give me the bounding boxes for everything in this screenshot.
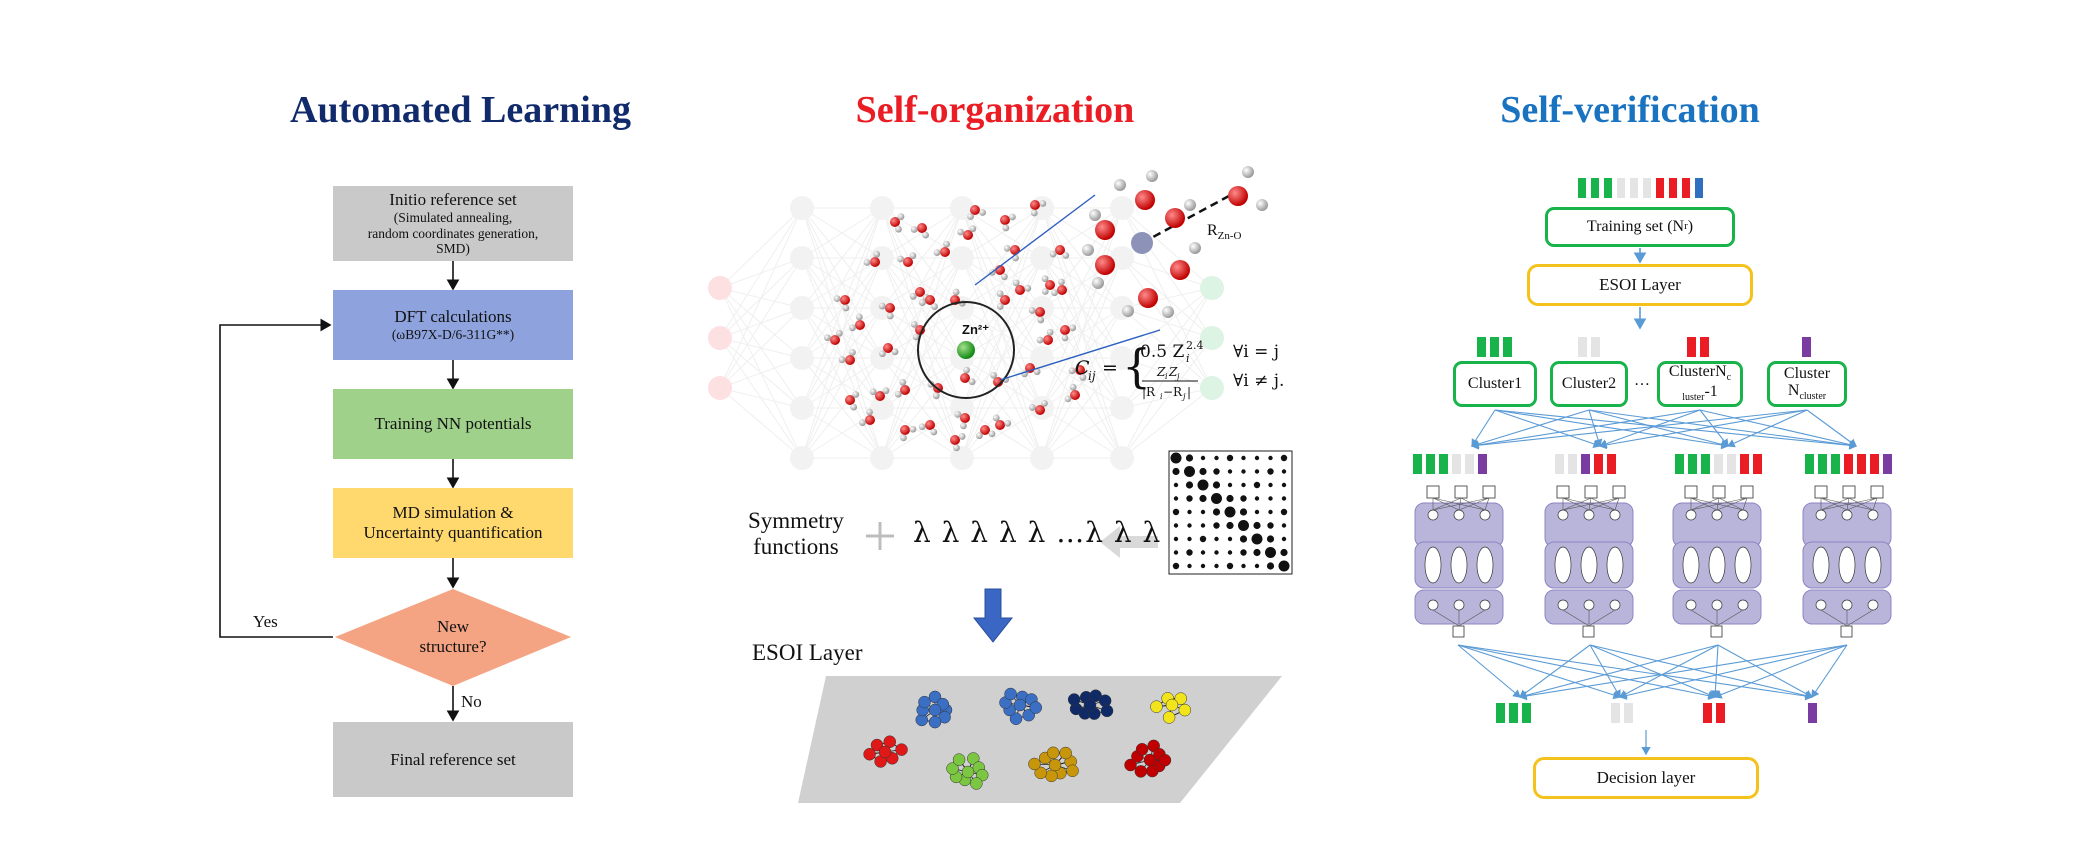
title-self-verification: Self-verification — [1500, 89, 1760, 131]
svg-text:2.4: 2.4 — [1186, 339, 1204, 352]
rzno-main: R — [1207, 222, 1218, 239]
cluster-nc-luster: luster — [1682, 392, 1705, 404]
cluster-nc-main: ClusterN — [1668, 363, 1727, 381]
training-set-label: Training set (N — [1586, 218, 1685, 236]
lambda-sequence: λ λ λ λ λ …λ λ λ — [913, 516, 1162, 549]
cluster-nc-line1: ClusterNc — [1668, 363, 1732, 384]
cluster-n-sub: cluster — [1799, 390, 1827, 402]
dft-title: DFT calculations — [394, 307, 512, 327]
blue-down-arrow — [972, 588, 1014, 643]
zoomed-inset — [1082, 166, 1268, 318]
svg-text:−R: −R — [1163, 385, 1183, 399]
svg-text:C: C — [1075, 357, 1090, 379]
svg-text:=: = — [1102, 357, 1118, 379]
esoi-layer-label-right: ESOI Layer — [1599, 275, 1681, 294]
esoi-plane — [798, 676, 1282, 803]
gray-left-arrow — [1100, 526, 1158, 558]
esoi-layer-box: ESOI Layer — [1527, 264, 1753, 306]
decision-layer-label: Decision layer — [1596, 768, 1696, 787]
title-automated-learning: Automated Learning — [290, 89, 631, 131]
svg-text:|R: |R — [1142, 385, 1156, 399]
training-set-close: ) — [1687, 218, 1694, 236]
cluster-nc-minus: -1 — [1704, 383, 1718, 400]
cluster-ellipsis: … — [1634, 372, 1650, 389]
symmetry-functions-label: Symmetry functions — [748, 508, 844, 561]
initio-sub-3: SMD) — [436, 241, 470, 257]
svg-text:j: j — [1181, 392, 1186, 401]
svg-text:i: i — [1160, 392, 1163, 401]
cluster-n-main: N — [1787, 381, 1800, 399]
yes-label: Yes — [253, 612, 278, 631]
cluster-nc-sub: c — [1726, 372, 1732, 384]
water-cluster — [823, 200, 1087, 452]
decision-layer-box: Decision layer — [1533, 757, 1759, 799]
sym-line-1: Symmetry — [748, 508, 844, 533]
md-line-1: MD simulation & — [392, 503, 514, 523]
cluster-nc-minus1-box: ClusterNc luster-1 — [1657, 361, 1743, 407]
dot-matrix — [1170, 452, 1290, 572]
coulomb-matrix-formula: C ij = { 0.5 Z i 2.4 ∀i = j Z i Z j |R i… — [1075, 339, 1284, 401]
svg-text:i: i — [1165, 372, 1168, 381]
decision-line-2: structure? — [419, 637, 487, 656]
svg-text:Z: Z — [1168, 365, 1178, 379]
plus-sign — [866, 522, 894, 550]
final-reference-label: Final reference set — [390, 749, 516, 769]
left-flow-arrows — [219, 261, 460, 722]
initio-title: Initio reference set — [389, 190, 517, 210]
cluster-nc-line2: luster-1 — [1682, 383, 1718, 404]
dft-method: (ωB97X-D/6-311G**) — [391, 327, 515, 343]
dft-box: DFT calculations (ωB97X-D/6-311G**) — [333, 290, 573, 360]
neural-network-background — [708, 196, 1224, 470]
esoi-clusters — [863, 687, 1192, 790]
rzno-sub: Zn-O — [1217, 230, 1242, 243]
rzno-label: RZn-O — [1207, 222, 1242, 242]
svg-text:i: i — [1186, 352, 1190, 365]
svg-text:Z: Z — [1156, 365, 1166, 379]
cluster1-label: Cluster1 — [1467, 375, 1523, 393]
final-reference-box: Final reference set — [333, 722, 573, 797]
cutoff-sphere — [917, 301, 1015, 399]
cluster2-label: Cluster2 — [1561, 375, 1617, 393]
svg-text:∀i ≠ j.: ∀i ≠ j. — [1233, 371, 1284, 391]
cluster2-box: Cluster2 — [1550, 361, 1628, 407]
initio-sub-1: (Simulated annealing, — [393, 210, 513, 225]
md-line-2: Uncertainty quantification — [363, 523, 543, 542]
zn-ion — [957, 341, 975, 359]
initio-reference-box: Initio reference set (Simulated annealin… — [333, 186, 573, 261]
cluster-n-line1: Cluster — [1783, 364, 1831, 382]
cluster-n-line2: Ncluster — [1787, 381, 1827, 403]
svg-text:j: j — [1175, 372, 1180, 381]
svg-text:|: | — [1187, 385, 1191, 399]
md-simulation-box: MD simulation & Uncertainty quantificati… — [333, 488, 573, 558]
decision-line-1: New — [436, 617, 470, 637]
svg-text:{: { — [1122, 339, 1151, 393]
title-self-organization: Self-organization — [855, 89, 1135, 131]
svg-text:0.5 Z: 0.5 Z — [1140, 342, 1184, 362]
sym-line-2: functions — [753, 534, 839, 560]
svg-text:ij: ij — [1088, 369, 1096, 383]
decision-label: New structure? — [393, 612, 513, 662]
verification-graphics — [1413, 178, 1892, 756]
cluster-n-box: Cluster Ncluster — [1767, 361, 1847, 407]
esoi-layer-label-middle: ESOI Layer — [752, 640, 863, 665]
initio-sub-2: random coordinates generation, — [367, 225, 539, 241]
decision-diamond — [335, 589, 571, 686]
no-label: No — [461, 692, 482, 711]
cluster1-box: Cluster1 — [1453, 361, 1537, 407]
zn-label: Zn²⁺ — [962, 322, 990, 337]
svg-text:∀i = j: ∀i = j — [1233, 342, 1279, 362]
training-nn-box: Training NN potentials — [333, 389, 573, 459]
training-nn-label: Training NN potentials — [374, 414, 532, 434]
training-set-sub: r — [1684, 220, 1688, 233]
